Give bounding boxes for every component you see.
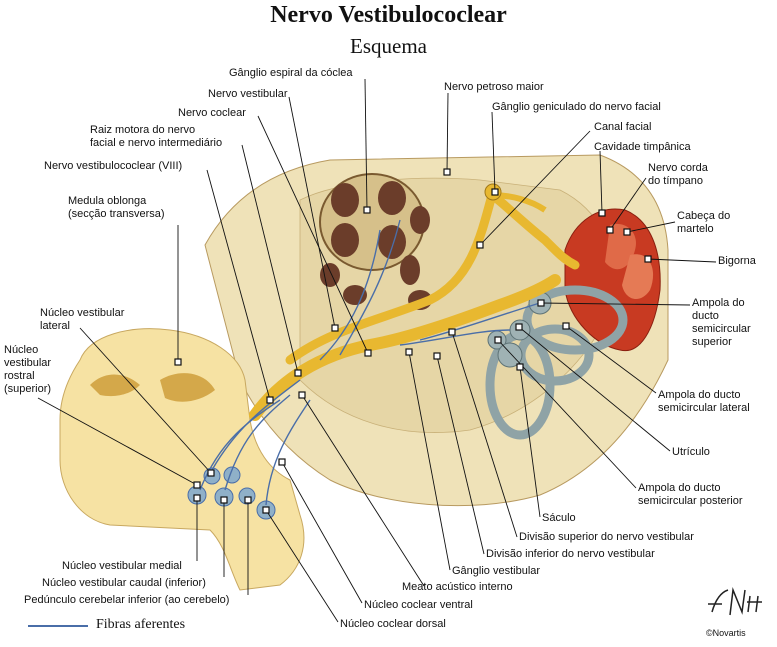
label-divisao-superior: Divisão superior do nervo vestibular [519, 531, 694, 543]
label-nucleo-vestibular-lateral: Núcleo vestibular lateral [40, 307, 125, 332]
facial-nerve [285, 187, 580, 365]
label-raiz-motora: Raiz motora do nervo facial e nervo inte… [90, 124, 223, 149]
netter-signature [708, 587, 762, 616]
label-cabeca-martelo: Cabeça do martelo [677, 210, 731, 235]
label-ampola-lateral: Ampola do ducto semicircular lateral [658, 389, 750, 414]
label-nervo-coclear: Nervo coclear [178, 107, 246, 119]
label-nervo-vestibular: Nervo vestibular [208, 88, 288, 100]
label-pedunculo: Pedúnculo cerebelar inferior (ao cerebel… [24, 594, 230, 606]
label-nucleo-vestibular-rostral: Núcleo vestibular rostral (superior) [4, 344, 52, 395]
label-nervo-corda-timpano: Nervo corda do tímpano [648, 162, 708, 187]
label-ganglio-geniculado: Gânglio geniculado do nervo facial [492, 101, 661, 113]
label-utriculo: Utrículo [672, 446, 710, 458]
label-ampola-superior: Ampola do ducto semicircular superior [692, 297, 751, 348]
label-nucleo-coclear-dorsal: Núcleo coclear dorsal [340, 618, 446, 630]
label-meato-acustico: Meato acústico interno [402, 581, 513, 593]
label-ampola-posterior: Ampola do ducto semicircular posterior [638, 482, 743, 507]
inferior-olive-left [90, 374, 140, 397]
inferior-olive-right [160, 373, 215, 402]
incus [622, 254, 654, 300]
leader-lines [37, 78, 717, 623]
page-title: Nervo Vestibulococlear [270, 2, 507, 28]
label-nervo-petroso-maior: Nervo petroso maior [444, 81, 544, 93]
label-canal-facial: Canal facial [594, 121, 652, 133]
label-nucleo-vestibular-medial: Núcleo vestibular medial [62, 560, 182, 572]
leader-markers [174, 168, 652, 514]
label-ganglio-vestibular: Gânglio vestibular [452, 565, 541, 577]
label-ganglio-espiral: Gânglio espiral da cóclea [229, 67, 353, 79]
label-nervo-vestibulococlear: Nervo vestibulococlear (VIII) [44, 160, 183, 172]
label-medula-oblonga: Medula oblonga (secção transversa) [68, 195, 165, 220]
label-divisao-inferior: Divisão inferior do nervo vestibular [486, 548, 655, 560]
afferent-fibers [199, 219, 541, 506]
label-cavidade-timpanica: Cavidade timpânica [594, 141, 691, 153]
label-nucleo-coclear-ventral: Núcleo coclear ventral [364, 599, 473, 611]
copyright-notice: ©Novartis [706, 628, 746, 638]
page-subtitle: Esquema [350, 34, 427, 58]
label-nucleo-vestibular-caudal: Núcleo vestibular caudal (inferior) [42, 577, 206, 589]
legend-afferent-label: Fibras aferentes [96, 617, 186, 632]
label-saculo: Sáculo [542, 512, 576, 524]
label-bigorna: Bigorna [718, 255, 756, 267]
